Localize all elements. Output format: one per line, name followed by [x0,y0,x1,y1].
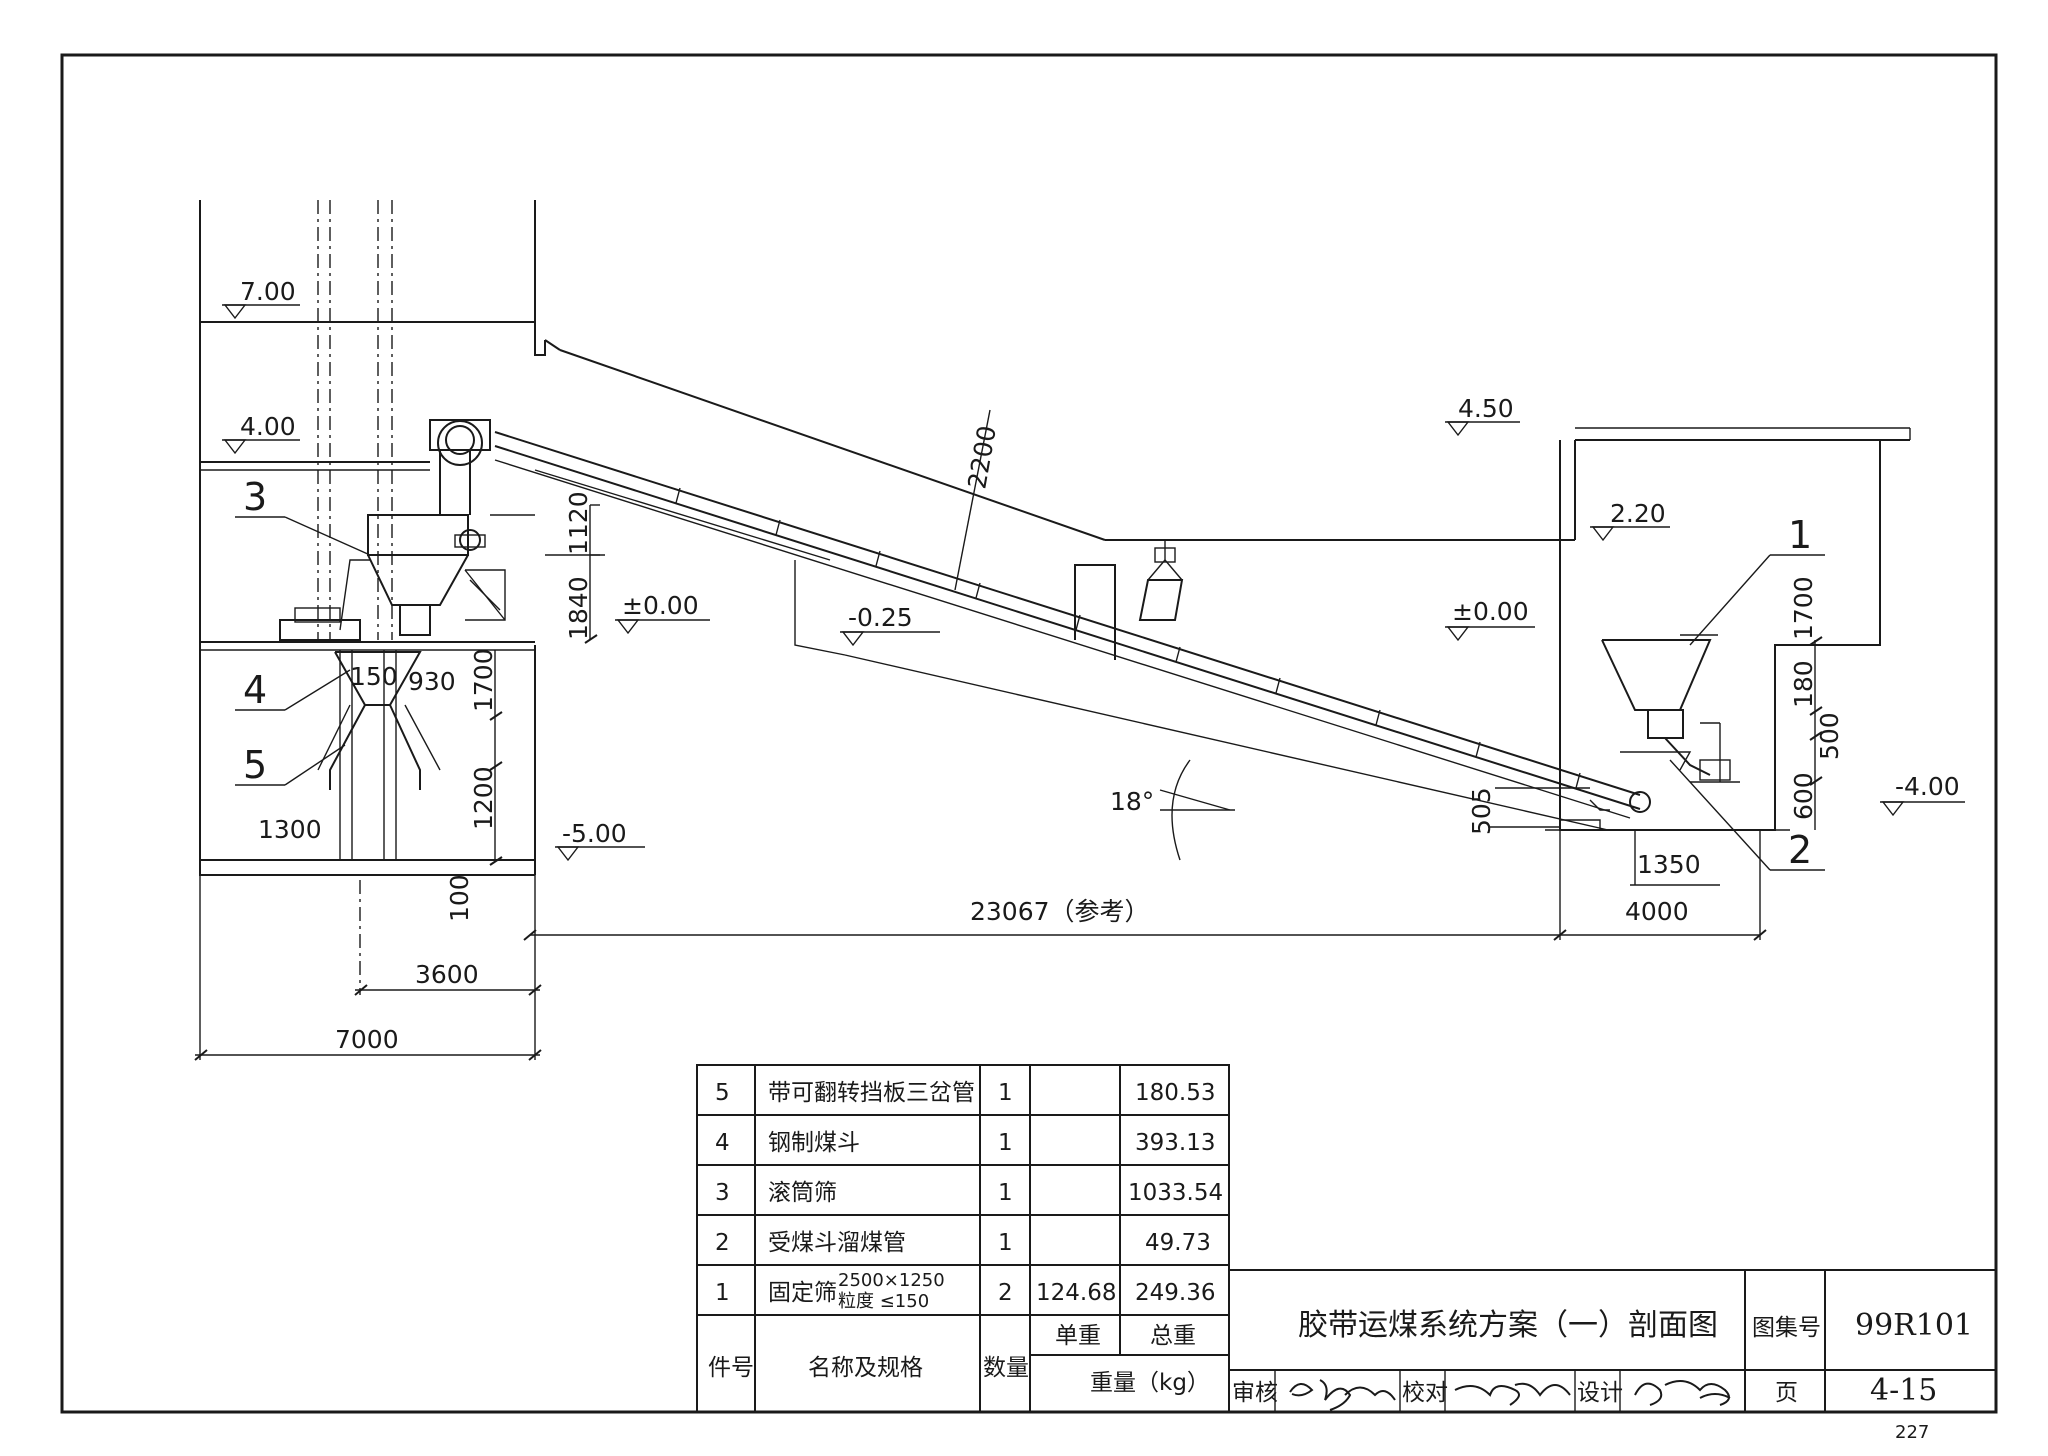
dim-150: 150 [350,662,398,691]
row5-no: 5 [715,1080,730,1106]
row3-qty: 1 [998,1180,1013,1206]
header-weight: 重量（kg） [1090,1370,1210,1396]
dim-1700-left: 1700 [469,648,498,712]
row4-qty: 1 [998,1130,1013,1156]
review-label: 审核 [1232,1380,1278,1406]
belt-conveyor [437,420,1651,830]
dim-180: 180 [1789,660,1818,708]
elevation-markers: 7.00 4.00 ±0.00 -0.25 -5.00 4.50 [222,277,1965,862]
row1-unit: 124.68 [1036,1280,1116,1306]
elevation-minus-025: -0.25 [848,603,913,632]
title-block: 胶带运煤系统方案（一）剖面图 图集号 99R101 页 4-15 审核 校对 设… [1228,1269,1997,1443]
elevation-zero-left: ±0.00 [622,591,699,620]
parts-table: 5 带可翻转挡板三岔管 1 180.53 4 钢制煤斗 1 393.13 3 滚… [696,1064,1230,1413]
dim-1300: 1300 [258,815,322,844]
row5-qty: 1 [998,1080,1013,1106]
part-callouts: 3 4 5 1 2 [235,475,1825,872]
elevation-zero-right: ±0.00 [1452,597,1529,626]
dim-7000: 7000 [335,1025,399,1054]
elevation-4: 4.00 [240,412,296,441]
header-qty: 数量 [983,1355,1029,1381]
atlas-label: 图集号 [1752,1315,1821,1341]
page-label: 页 [1775,1380,1798,1406]
dim-1700-right: 1700 [1789,576,1818,640]
elevation-minus-4: -4.00 [1895,772,1960,801]
row3-no: 3 [715,1180,730,1206]
row2-qty: 1 [998,1230,1013,1256]
callout-3: 3 [243,475,267,519]
row1-qty: 2 [998,1280,1013,1306]
row3-name: 滚筒筛 [768,1180,837,1206]
callout-1: 1 [1788,513,1812,557]
dim-3600: 3600 [415,960,479,989]
row2-total: 49.73 [1145,1230,1211,1256]
inclined-gallery [490,349,1911,831]
check-label: 校对 [1402,1380,1448,1406]
tripper-device [1074,540,1184,660]
atlas-value: 99R101 [1855,1308,1973,1343]
row2-no: 2 [715,1230,730,1256]
dim-500: 500 [1815,712,1844,760]
sheet-number: 227 [1895,1422,1929,1443]
row1-total: 249.36 [1135,1280,1215,1306]
page-value: 4-15 [1870,1373,1937,1408]
receiving-pit [1545,440,1881,831]
header-total: 总重 [1150,1323,1196,1349]
elevation-4-50: 4.50 [1458,394,1514,423]
header-name: 名称及规格 [808,1355,923,1381]
header-no: 件号 [708,1355,754,1381]
row2-name: 受煤斗溜煤管 [768,1230,906,1256]
elevation-7: 7.00 [240,277,296,306]
design-label: 设计 [1577,1380,1623,1406]
dim-505: 505 [1467,787,1496,835]
drawing-title: 胶带运煤系统方案（一）剖面图 [1298,1308,1718,1343]
row4-name: 钢制煤斗 [768,1130,860,1156]
row4-no: 4 [715,1130,730,1156]
dimension-lines: 2200 1120 1840 150 930 1700 1200 1300 10… [194,409,1844,1061]
dim-1350: 1350 [1637,850,1701,879]
dim-angle: 18° [1110,787,1154,816]
dim-4000: 4000 [1625,897,1689,926]
dim-1120: 1120 [564,491,593,555]
checker-signature [1454,1382,1571,1406]
row5-name: 带可翻转挡板三岔管 [768,1080,975,1106]
elevation-2-20: 2.20 [1610,499,1666,528]
dim-600: 600 [1789,772,1818,820]
dim-1200: 1200 [469,766,498,830]
header-unit: 单重 [1055,1323,1101,1349]
dim-1840: 1840 [564,576,593,640]
callout-5: 5 [243,743,267,787]
row1-spec-line2: 粒度 ≤150 [838,1291,929,1312]
row1-name: 固定筛 [768,1280,837,1306]
dim-23067: 23067（参考） [970,897,1150,926]
callout-2: 2 [1788,828,1812,872]
callout-4: 4 [243,668,267,712]
row1-no: 1 [715,1280,730,1306]
designer-signature [1634,1380,1731,1406]
dim-100: 100 [445,874,474,922]
row4-total: 393.13 [1135,1130,1215,1156]
reviewer-signature [1289,1379,1396,1411]
left-building [199,200,561,876]
row1-spec-line1: 2500×1250 [838,1270,945,1291]
row5-total: 180.53 [1135,1080,1215,1106]
dim-2200: 2200 [962,423,1002,491]
row3-total: 1033.54 [1128,1180,1223,1206]
dim-930: 930 [408,667,456,696]
elevation-minus-5: -5.00 [562,819,627,848]
